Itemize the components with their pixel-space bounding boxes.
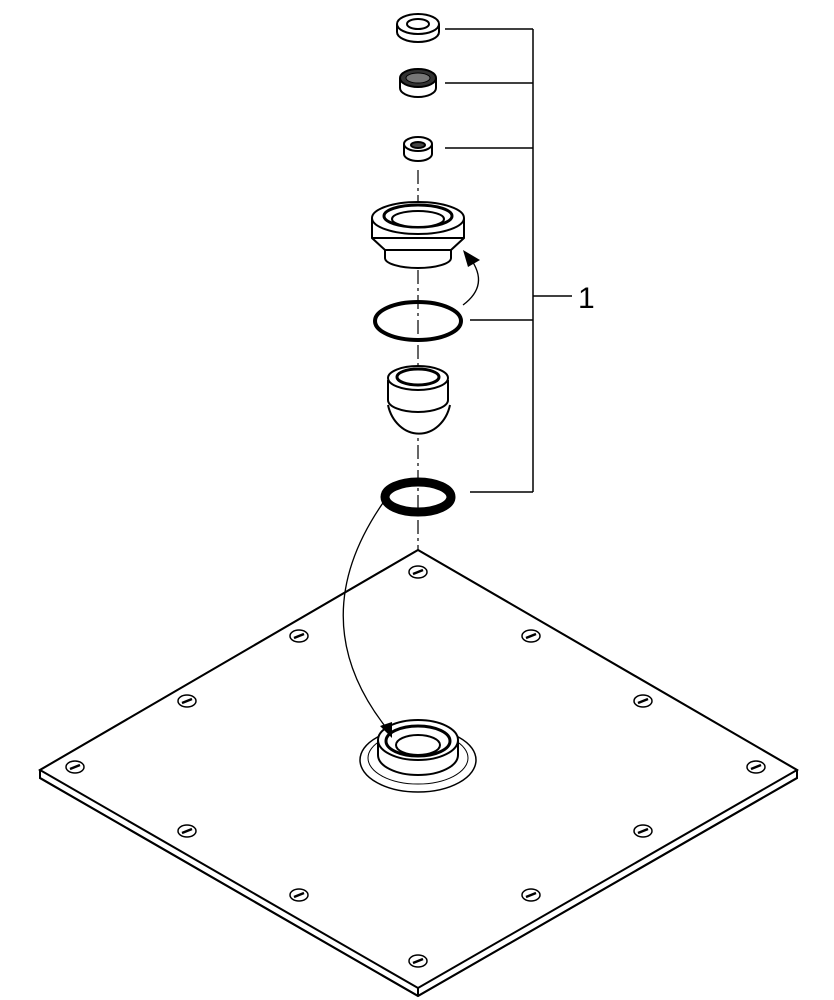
- screw-icon: [289, 888, 309, 902]
- washer-part: [396, 13, 440, 43]
- screw-icon: [633, 694, 653, 708]
- filter-part: [399, 68, 437, 98]
- flow-restrictor-part: [403, 136, 433, 162]
- screw-icon: [746, 760, 766, 774]
- screw-icon: [65, 760, 85, 774]
- assembly-arrow-gasket: [342, 499, 389, 731]
- nut-part: [371, 201, 465, 269]
- screw-icon: [289, 629, 309, 643]
- screw-icon: [177, 824, 197, 838]
- callout-bracket: [445, 28, 572, 493]
- arrow-head-icon: [380, 722, 392, 738]
- ball-joint-part: [387, 365, 451, 435]
- screw-icon: [521, 629, 541, 643]
- callout-label-1: 1: [578, 282, 595, 315]
- o-ring-part: [373, 300, 463, 342]
- screw-icon: [633, 824, 653, 838]
- plate-fitting: [359, 719, 477, 793]
- gasket-part: [380, 477, 456, 517]
- arrow-head-icon: [463, 250, 480, 267]
- screw-icon: [177, 694, 197, 708]
- plate-screws: [65, 565, 766, 968]
- screw-icon: [521, 888, 541, 902]
- screw-icon: [408, 565, 428, 579]
- screw-icon: [408, 954, 428, 968]
